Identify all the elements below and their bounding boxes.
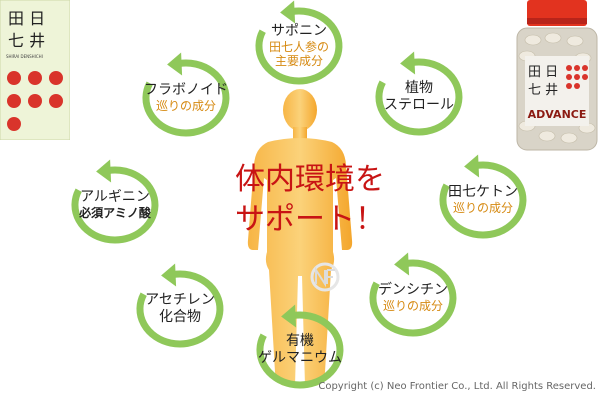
arrow-arc bbox=[142, 59, 230, 137]
ingredient-node-saponin: サポニン田七人参の主要成分 bbox=[249, 0, 349, 89]
product-box: 田 日 七 井 SHIRAI DENSHICHI bbox=[0, 0, 70, 140]
arrow-arc bbox=[375, 58, 463, 136]
ingredient-name: フラボノイド bbox=[144, 82, 228, 99]
box-dot bbox=[49, 94, 63, 108]
arrow-arc bbox=[255, 7, 343, 85]
node-label: アルギニン必須アミノ酸 bbox=[65, 162, 165, 248]
ingredient-description: 巡りの成分 bbox=[382, 299, 443, 314]
box-dot bbox=[28, 71, 42, 85]
box-dot bbox=[28, 94, 42, 108]
circular-arrow-icon bbox=[369, 252, 457, 337]
circular-arrow-icon bbox=[142, 52, 230, 137]
nf-watermark-logo bbox=[310, 262, 340, 292]
center-message: 体内環境を サポート！ bbox=[195, 160, 425, 240]
ingredient-description: 田七人参の bbox=[268, 40, 329, 54]
box-dot bbox=[49, 71, 63, 85]
arrowhead bbox=[281, 304, 297, 328]
node-label: 有機ゲルマニウム bbox=[250, 307, 350, 393]
ingredient-node-sterol: 植物ステロール bbox=[369, 51, 469, 140]
ingredient-description: 必須アミノ酸 bbox=[79, 206, 151, 221]
circular-arrow-icon bbox=[255, 0, 343, 85]
ingredient-name-line-2: ゲルマニウム bbox=[258, 350, 342, 366]
arrow-arc bbox=[439, 161, 527, 239]
ingredient-name: アセチレン bbox=[145, 292, 215, 309]
box-logo-top: 田 日 bbox=[8, 9, 45, 28]
circular-arrow-icon bbox=[136, 263, 224, 348]
ingredient-node-densichin: デンシチン巡りの成分 bbox=[363, 252, 463, 341]
box-logo-bottom: 七 井 bbox=[8, 31, 45, 50]
node-label: デンシチン巡りの成分 bbox=[363, 255, 463, 341]
ingredient-node-acetylene: アセチレン化合物 bbox=[130, 263, 230, 352]
ingredient-name: デンシチン bbox=[378, 282, 448, 299]
ingredient-name-line-2: ステロール bbox=[384, 97, 454, 113]
box-dot bbox=[7, 117, 21, 131]
node-label: 田七ケトン巡りの成分 bbox=[433, 157, 533, 243]
box-brand: SHIRAI DENSHICHI bbox=[6, 54, 43, 59]
ingredient-node-tensiketon: 田七ケトン巡りの成分 bbox=[433, 154, 533, 243]
center-line-1: 体内環境を bbox=[235, 162, 385, 197]
ingredient-node-germanium: 有機ゲルマニウム bbox=[250, 304, 350, 393]
product-bottle: 田 日 七 井 ADVANCE bbox=[516, 0, 598, 151]
bottle-logo-bottom: 七 井 bbox=[528, 83, 558, 98]
arrow-arc bbox=[256, 311, 344, 389]
ingredient-name: 有機 bbox=[286, 333, 314, 350]
arrowhead bbox=[400, 51, 416, 75]
arrow-arc bbox=[136, 270, 224, 348]
ingredient-description: 巡りの成分 bbox=[452, 201, 513, 216]
circular-arrow-icon bbox=[256, 304, 344, 389]
arrowhead bbox=[280, 0, 296, 24]
node-label: アセチレン化合物 bbox=[130, 266, 230, 352]
bottle-advance-label: ADVANCE bbox=[528, 108, 587, 121]
circular-arrow-icon bbox=[71, 159, 159, 244]
ingredient-node-flavonoid: フラボノイド巡りの成分 bbox=[136, 52, 236, 141]
node-label: 植物ステロール bbox=[369, 54, 469, 140]
ingredient-name: サポニン bbox=[271, 23, 327, 40]
ingredient-description: 巡りの成分 bbox=[155, 99, 216, 114]
arrowhead bbox=[464, 154, 480, 178]
ingredient-description-line-2: 主要成分 bbox=[274, 54, 323, 69]
box-dot bbox=[7, 94, 21, 108]
arrowhead bbox=[167, 52, 183, 76]
arrowhead bbox=[96, 159, 112, 183]
arrowhead bbox=[161, 263, 177, 287]
bottle-logo-top: 田 日 bbox=[528, 65, 558, 80]
ingredient-name: 植物 bbox=[405, 80, 433, 97]
box-dot bbox=[7, 71, 21, 85]
ingredient-name-line-2: 化合物 bbox=[159, 309, 201, 325]
arrowhead bbox=[394, 252, 410, 276]
circular-arrow-icon bbox=[439, 154, 527, 239]
ingredient-name: 田七ケトン bbox=[448, 184, 518, 201]
circular-arrow-icon bbox=[375, 51, 463, 136]
arrow-arc bbox=[369, 259, 457, 337]
copyright-text: Copyright (c) Neo Frontier Co., Ltd. All… bbox=[318, 381, 596, 392]
arrow-arc bbox=[71, 166, 159, 244]
node-label: フラボノイド巡りの成分 bbox=[136, 55, 236, 141]
center-line-2: サポート！ bbox=[235, 202, 385, 237]
ingredient-node-arginine: アルギニン必須アミノ酸 bbox=[65, 159, 165, 248]
ingredient-name: アルギニン bbox=[80, 189, 150, 206]
node-label: サポニン田七人参の主要成分 bbox=[249, 3, 349, 89]
